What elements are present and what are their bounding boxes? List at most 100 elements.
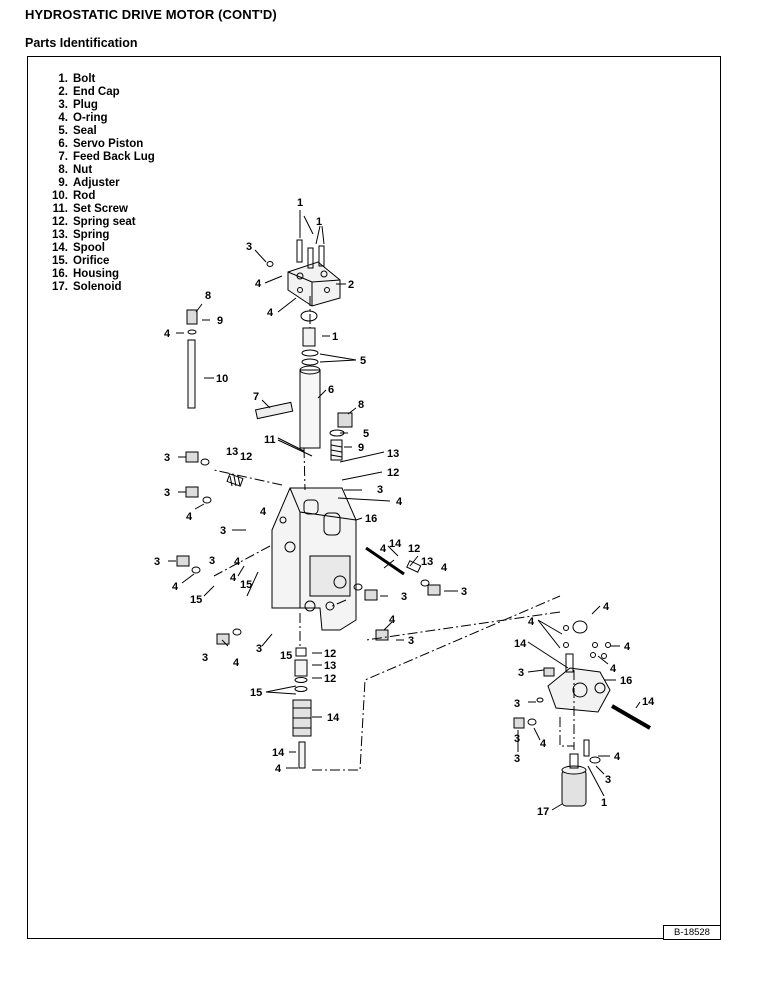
callout-label: 3	[401, 591, 407, 603]
callout-label: 8	[205, 290, 211, 302]
callout-label: 5	[360, 355, 366, 367]
part-name: O-ring	[73, 112, 108, 124]
part-name: Spring seat	[73, 216, 136, 228]
callout-label: 15	[240, 579, 252, 591]
callout-label: 3	[256, 643, 262, 655]
leader-lines	[168, 210, 641, 811]
callout-label: 14	[514, 638, 527, 650]
part-illustrations	[176, 239, 652, 807]
part-name: Solenoid	[73, 281, 122, 293]
callout-label: 3	[220, 525, 226, 537]
callout-label: 3	[518, 667, 524, 679]
callout-label: 3	[246, 241, 252, 253]
parts-list-item: 16.Housing	[42, 268, 155, 281]
part-name: Orifice	[73, 255, 110, 267]
callout-label: 4	[233, 657, 240, 669]
callout-label: 4	[275, 763, 282, 775]
diagram-frame	[27, 56, 721, 939]
callout-label: 10	[216, 373, 228, 385]
callout-label: 4	[603, 601, 610, 613]
callout-label: 3	[461, 586, 467, 598]
callout-label: 16	[365, 513, 377, 525]
callout-label: 4	[441, 562, 448, 574]
callout-label: 4	[172, 581, 179, 593]
part-name: End Cap	[73, 86, 120, 98]
page-title: HYDROSTATIC DRIVE MOTOR (CONT'D)	[25, 7, 277, 22]
callout-label: 4	[164, 328, 171, 340]
callout-label: 14	[642, 696, 655, 708]
callout-label: 1	[601, 797, 607, 809]
callout-label: 11	[264, 434, 276, 446]
part-name: Rod	[73, 190, 96, 202]
part-name: Housing	[73, 268, 119, 280]
callout-label: 4	[540, 738, 547, 750]
callout-label: 4	[396, 496, 403, 508]
parts-list-item: 2.End Cap	[42, 86, 155, 99]
callout-label: 12	[324, 648, 336, 660]
parts-list-item: 5.Seal	[42, 125, 155, 138]
callout-label: 4	[234, 556, 241, 568]
parts-list-item: 6. Servo Piston	[42, 138, 155, 151]
callout-label: 3	[514, 733, 520, 745]
part-name: Bolt	[73, 73, 96, 85]
callout-label: 4	[614, 751, 621, 763]
part-name: Adjuster	[73, 177, 120, 189]
part-name: Set Screw	[73, 203, 128, 215]
callout-label: 3	[514, 753, 520, 765]
part-number: 9.	[58, 177, 68, 189]
part-number: 11.	[52, 203, 68, 215]
callout-label: 4	[230, 572, 237, 584]
callout-label: 14	[327, 712, 340, 724]
callout-label: 13	[226, 446, 238, 458]
callout-labels: 1 1 3 4 2 4 1 5 10 7 6 8 5 9 11 13 12 3 …	[154, 197, 655, 818]
callout-label: 4	[255, 278, 262, 290]
callout-label: 2	[348, 279, 354, 291]
callout-label: 4	[624, 641, 631, 653]
callout-label: 17	[537, 806, 549, 818]
part-number: 7.	[58, 151, 68, 163]
callout-label: 1	[332, 331, 338, 343]
callout-label: 3	[408, 635, 414, 647]
part-name: Spool	[73, 242, 105, 254]
callout-label: 4	[528, 616, 535, 628]
parts-list-item: 11. Set Screw	[42, 203, 155, 216]
part-name: Nut	[73, 164, 93, 176]
part-number: 14.	[52, 242, 68, 254]
callout-label: 3	[377, 484, 383, 496]
callout-label: 3	[154, 556, 160, 568]
callout-label: 3	[605, 774, 611, 786]
callout-label: 1	[297, 197, 303, 209]
callout-label: 14	[389, 538, 402, 550]
part-name: Seal	[73, 125, 97, 137]
callout-label: 3	[202, 652, 208, 664]
callout-label: 5	[363, 428, 369, 440]
callout-label: 16	[620, 675, 632, 687]
part-number: 4.	[58, 112, 68, 124]
callout-label: 12	[324, 673, 336, 685]
callout-label: 14	[272, 747, 285, 759]
parts-list-item: 14. Spool	[42, 242, 155, 255]
parts-list: 1.Bolt 2.End Cap 3.Plug 4.O-ring 5.Seal …	[42, 73, 155, 294]
part-number: 6.	[58, 138, 68, 150]
callout-label: 4	[380, 543, 387, 555]
centerlines	[213, 296, 575, 771]
callout-label: 4	[389, 614, 396, 626]
parts-list-item: 4. O-ring	[42, 112, 155, 125]
parts-list-item: 13.Spring	[42, 229, 155, 242]
callout-label: 1	[316, 216, 322, 228]
parts-list-item: 8.Nut	[42, 164, 155, 177]
callout-label: 15	[190, 594, 202, 606]
callout-label: 7	[253, 391, 259, 403]
parts-list-item: 15.Orifice	[42, 255, 155, 268]
part-number: 3.	[58, 99, 68, 111]
callout-label: 4	[186, 511, 193, 523]
part-name: Spring	[73, 229, 110, 241]
part-name: Servo Piston	[73, 138, 144, 150]
parts-list-item: 17.Solenoid	[42, 281, 155, 294]
parts-list-item: 9. Adjuster	[42, 177, 155, 190]
part-name: Feed Back Lug	[73, 151, 155, 163]
callout-label: 12	[387, 467, 399, 479]
callout-label: 15	[280, 650, 292, 662]
callout-label: 9	[358, 442, 364, 454]
